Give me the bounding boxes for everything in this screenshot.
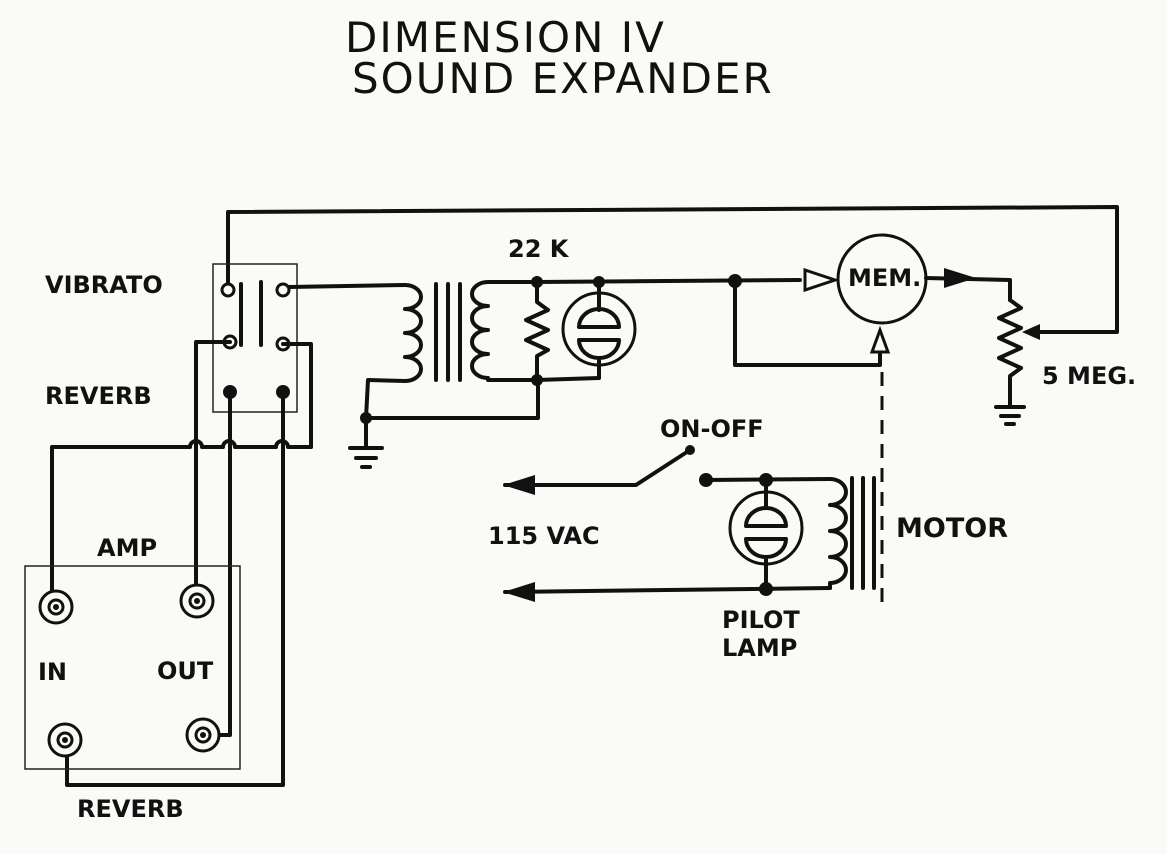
vibrato-label: VIBRATO — [45, 271, 163, 299]
on-off-label: ON-OFF — [660, 415, 764, 443]
ac-arrow-upper — [503, 475, 535, 495]
title-line2: SOUND EXPANDER — [352, 54, 774, 103]
ac-arrow-lower — [503, 582, 535, 602]
neon-lamp-upper — [561, 280, 637, 380]
mem-output-wire — [924, 276, 1012, 302]
resistor-label: 22 K — [508, 235, 570, 263]
mem-control-wire — [733, 279, 882, 367]
reverb-bottom-label: REVERB — [77, 795, 184, 823]
potentiometer-5meg — [997, 298, 1023, 402]
motor-coil — [828, 477, 848, 590]
pilot-lamp — [728, 478, 804, 592]
amp-out-label: OUT — [157, 657, 214, 685]
resistor-22k — [524, 280, 550, 382]
ground-symbol-right — [994, 398, 1026, 426]
motor-core — [850, 476, 876, 590]
reverb-switch-label: REVERB — [45, 382, 152, 410]
jack-out-bottom — [185, 717, 221, 753]
title-line1: DIMENSION IV — [345, 13, 666, 62]
jack-out-top — [179, 583, 215, 619]
transformer-secondary — [364, 280, 540, 420]
mem-control-arrow — [869, 325, 891, 354]
switch-box — [212, 263, 298, 413]
amp-box — [24, 565, 241, 770]
pot-label: 5 MEG. — [1042, 362, 1136, 390]
mem-output-arrow — [944, 268, 976, 288]
ac-line-upper — [503, 448, 692, 487]
signal-wire-bottom — [535, 376, 601, 382]
lamp-label: LAMP — [722, 634, 797, 662]
jack-in-bottom — [47, 722, 83, 758]
pilot-label: PILOT — [722, 606, 800, 634]
pot-wiper-arrow — [1022, 324, 1040, 340]
transformer-core — [434, 282, 462, 382]
ac-line-lower — [503, 586, 832, 594]
motor-label: MOTOR — [896, 513, 1008, 544]
jack-in-top — [38, 589, 74, 625]
switch-contacts — [220, 280, 291, 399]
signal-wire — [287, 283, 407, 289]
feedback-wire — [226, 205, 1119, 334]
amp-label: AMP — [97, 534, 157, 562]
mem-label: MEM. — [848, 264, 921, 292]
amp-in-label: IN — [38, 658, 67, 686]
mem-input-arrow — [803, 267, 840, 293]
ground-symbol-left — [348, 416, 384, 469]
transformer-primary — [364, 283, 423, 420]
vac-label: 115 VAC — [488, 522, 600, 550]
signal-wire-top — [535, 278, 802, 284]
